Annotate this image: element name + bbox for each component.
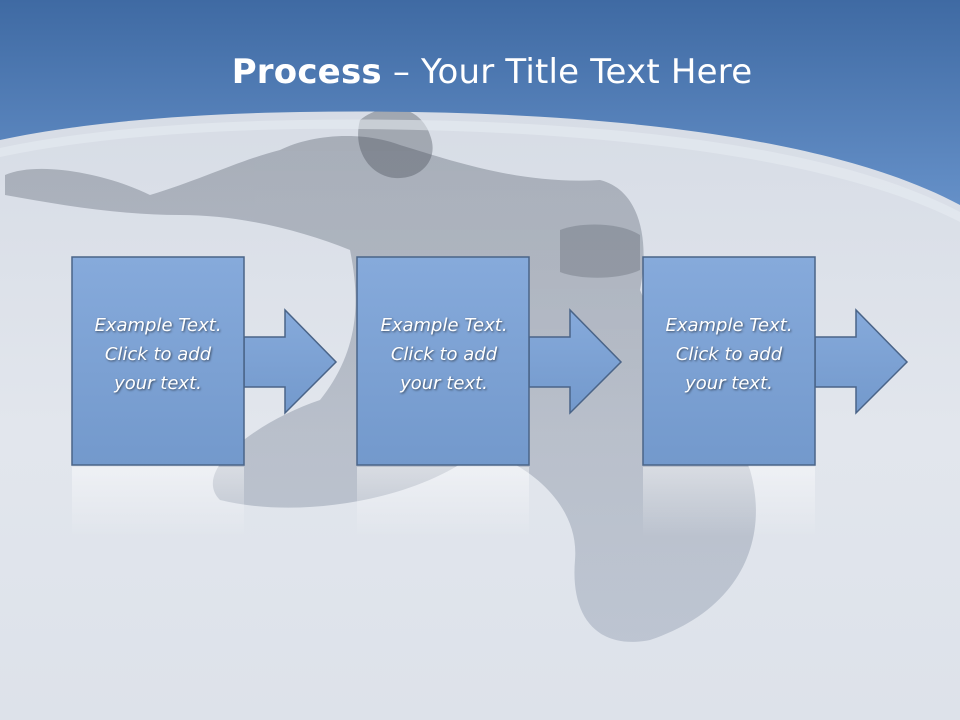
- slide-title[interactable]: Process – Your Title Text Here: [0, 52, 960, 92]
- step-reflections: [72, 467, 815, 537]
- step-3-text[interactable]: Example Text. Click to add your text.: [643, 311, 815, 398]
- step-1-line-2: Click to add: [104, 344, 212, 365]
- step-3-line-1: Example Text.: [665, 315, 793, 336]
- step-1-text[interactable]: Example Text. Click to add your text.: [72, 311, 244, 398]
- step-2-line-3: your text.: [400, 373, 488, 394]
- step-3-line-2: Click to add: [675, 344, 783, 365]
- step-2-line-1: Example Text.: [380, 315, 508, 336]
- step-1-line-1: Example Text.: [94, 315, 222, 336]
- title-rest-text: – Your Title Text Here: [381, 52, 753, 92]
- process-step-2[interactable]: [356, 256, 623, 466]
- title-bold-text: Process: [231, 52, 382, 92]
- step-2-text[interactable]: Example Text. Click to add your text.: [358, 311, 530, 398]
- step-2-line-2: Click to add: [390, 344, 498, 365]
- process-step-1[interactable]: [71, 256, 338, 466]
- step-1-line-3: your text.: [114, 373, 202, 394]
- step-3-line-3: your text.: [685, 373, 773, 394]
- process-step-3[interactable]: [642, 256, 909, 466]
